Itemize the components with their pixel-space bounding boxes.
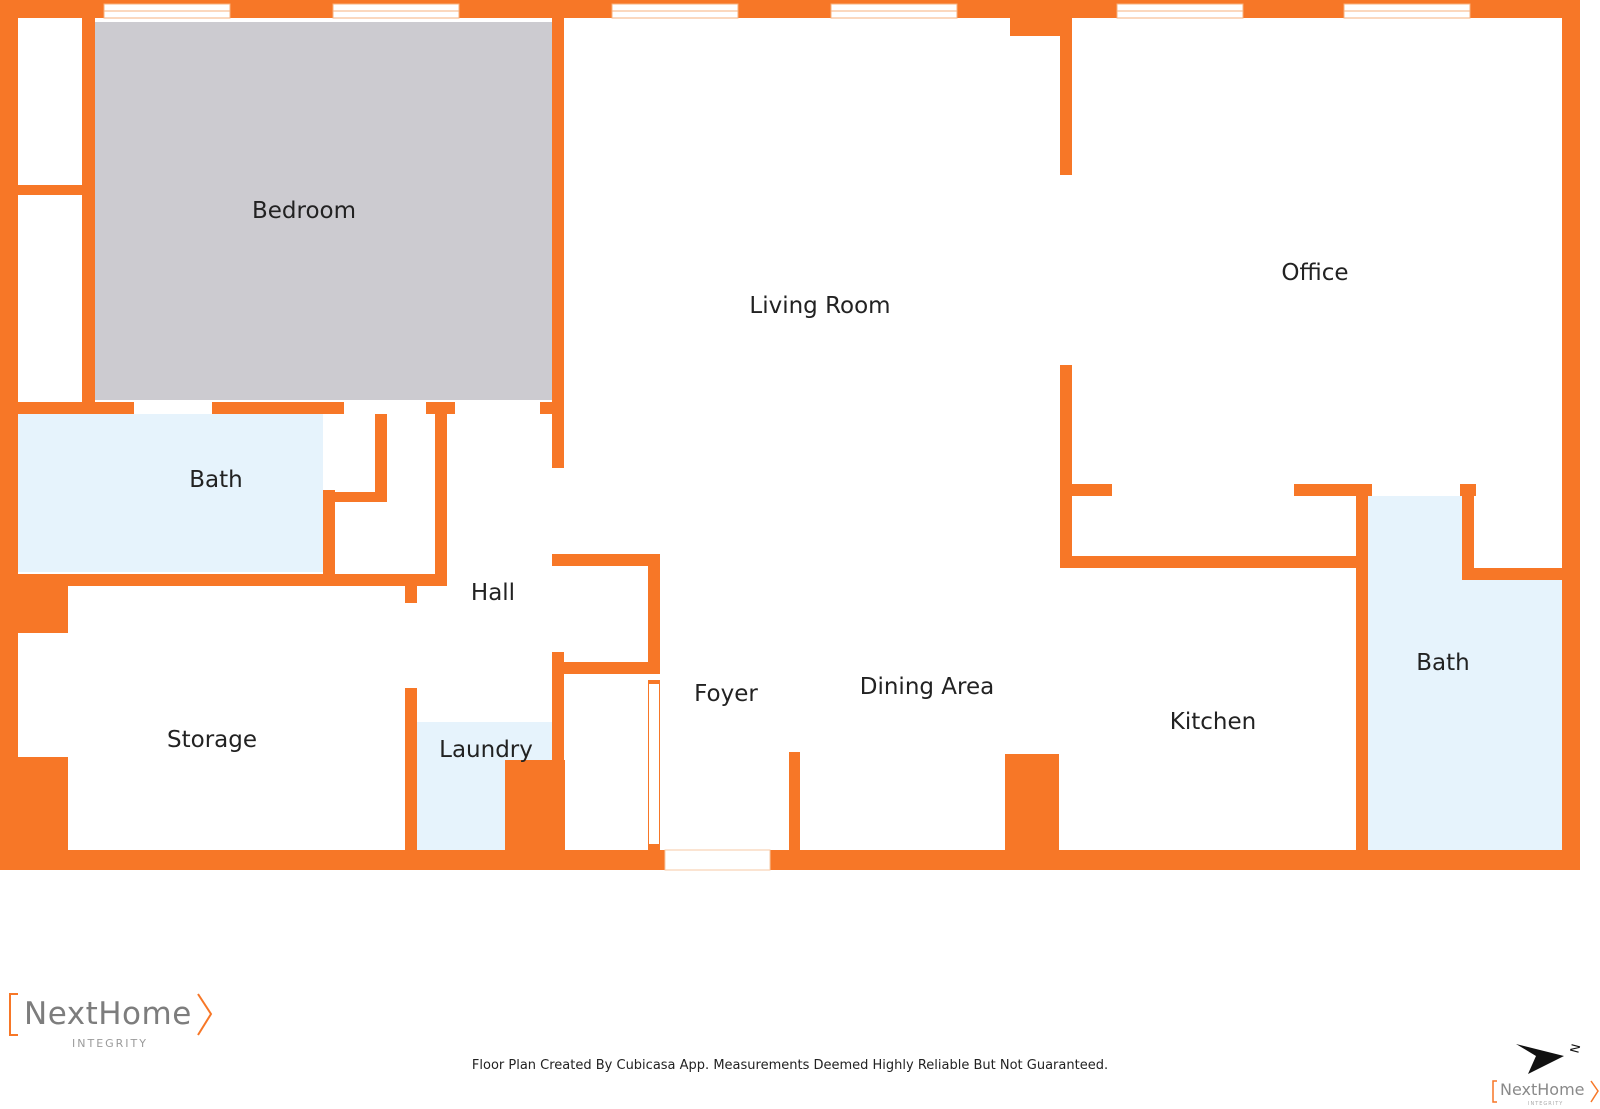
bath-left-floor: [18, 414, 323, 572]
closet-wall: [18, 185, 90, 195]
closet-wall: [82, 18, 95, 405]
door-opening: [1112, 484, 1294, 496]
bedroom-floor: [95, 22, 555, 400]
room-label-hall: Hall: [471, 580, 515, 606]
door-opening: [1372, 484, 1460, 496]
hall-right-wall: [552, 652, 564, 850]
compass-label: N: [1567, 1042, 1582, 1054]
closet-wall: [335, 492, 387, 502]
foyer-divider: [789, 752, 800, 850]
room-label-dining-area: Dining Area: [860, 674, 995, 700]
brand-sub: INTEGRITY: [72, 1037, 148, 1050]
brand-logo-small: NextHome INTEGRITY: [1492, 1080, 1600, 1108]
room-label-laundry: Laundry: [439, 737, 533, 763]
closet-wall: [1462, 568, 1562, 580]
kitchen-column: [1005, 754, 1059, 850]
door-opening: [455, 402, 540, 414]
door-opening: [649, 684, 659, 844]
bath-right-wall: [1356, 484, 1368, 850]
door-opening: [323, 414, 335, 490]
hall-wall: [435, 414, 447, 584]
brand-logo: NextHome INTEGRITY: [8, 992, 228, 1062]
room-label-bath-left: Bath: [189, 467, 242, 493]
bedroom-wall: [552, 18, 564, 468]
room-label-kitchen: Kitchen: [1170, 709, 1256, 735]
disclaimer: Floor Plan Created By Cubicasa App. Meas…: [471, 1058, 1109, 1073]
north-arrow-icon: N: [1516, 1042, 1583, 1074]
bath-bottom-wall: [18, 574, 447, 586]
door-opening: [405, 603, 417, 688]
room-label-storage: Storage: [167, 727, 257, 753]
room-label-foyer: Foyer: [694, 681, 758, 707]
door-opening: [1060, 175, 1072, 365]
laundry-floor: [417, 722, 505, 850]
room-label-office: Office: [1281, 260, 1348, 286]
laundry-floor: [505, 722, 552, 760]
closet-wall: [552, 554, 660, 566]
storage-column: [18, 586, 68, 633]
kitchen-top-wall: [1060, 556, 1363, 568]
storage-column: [18, 757, 68, 850]
wall-bump: [1010, 18, 1064, 36]
room-label-living-room: Living Room: [749, 293, 890, 319]
bracket-icon: [1492, 1080, 1599, 1103]
closet-wall: [648, 554, 660, 666]
door-opening: [344, 402, 426, 414]
brand-name: NextHome: [24, 996, 192, 1032]
brand-small-sub: INTEGRITY: [1528, 1101, 1564, 1107]
room-label-bedroom: Bedroom: [252, 198, 356, 224]
closet-wall: [375, 414, 387, 502]
bracket-icon: [9, 993, 213, 1036]
closet-wall: [1462, 484, 1474, 580]
room-label-bath-right: Bath: [1416, 650, 1469, 676]
door-opening: [134, 402, 212, 414]
closet-floor: [1474, 496, 1562, 568]
entry-door: [664, 849, 771, 871]
brand-small-name: NextHome: [1500, 1080, 1585, 1099]
closet-wall: [552, 662, 660, 674]
compass: N: [1512, 1040, 1583, 1080]
door-opening: [1476, 484, 1560, 496]
